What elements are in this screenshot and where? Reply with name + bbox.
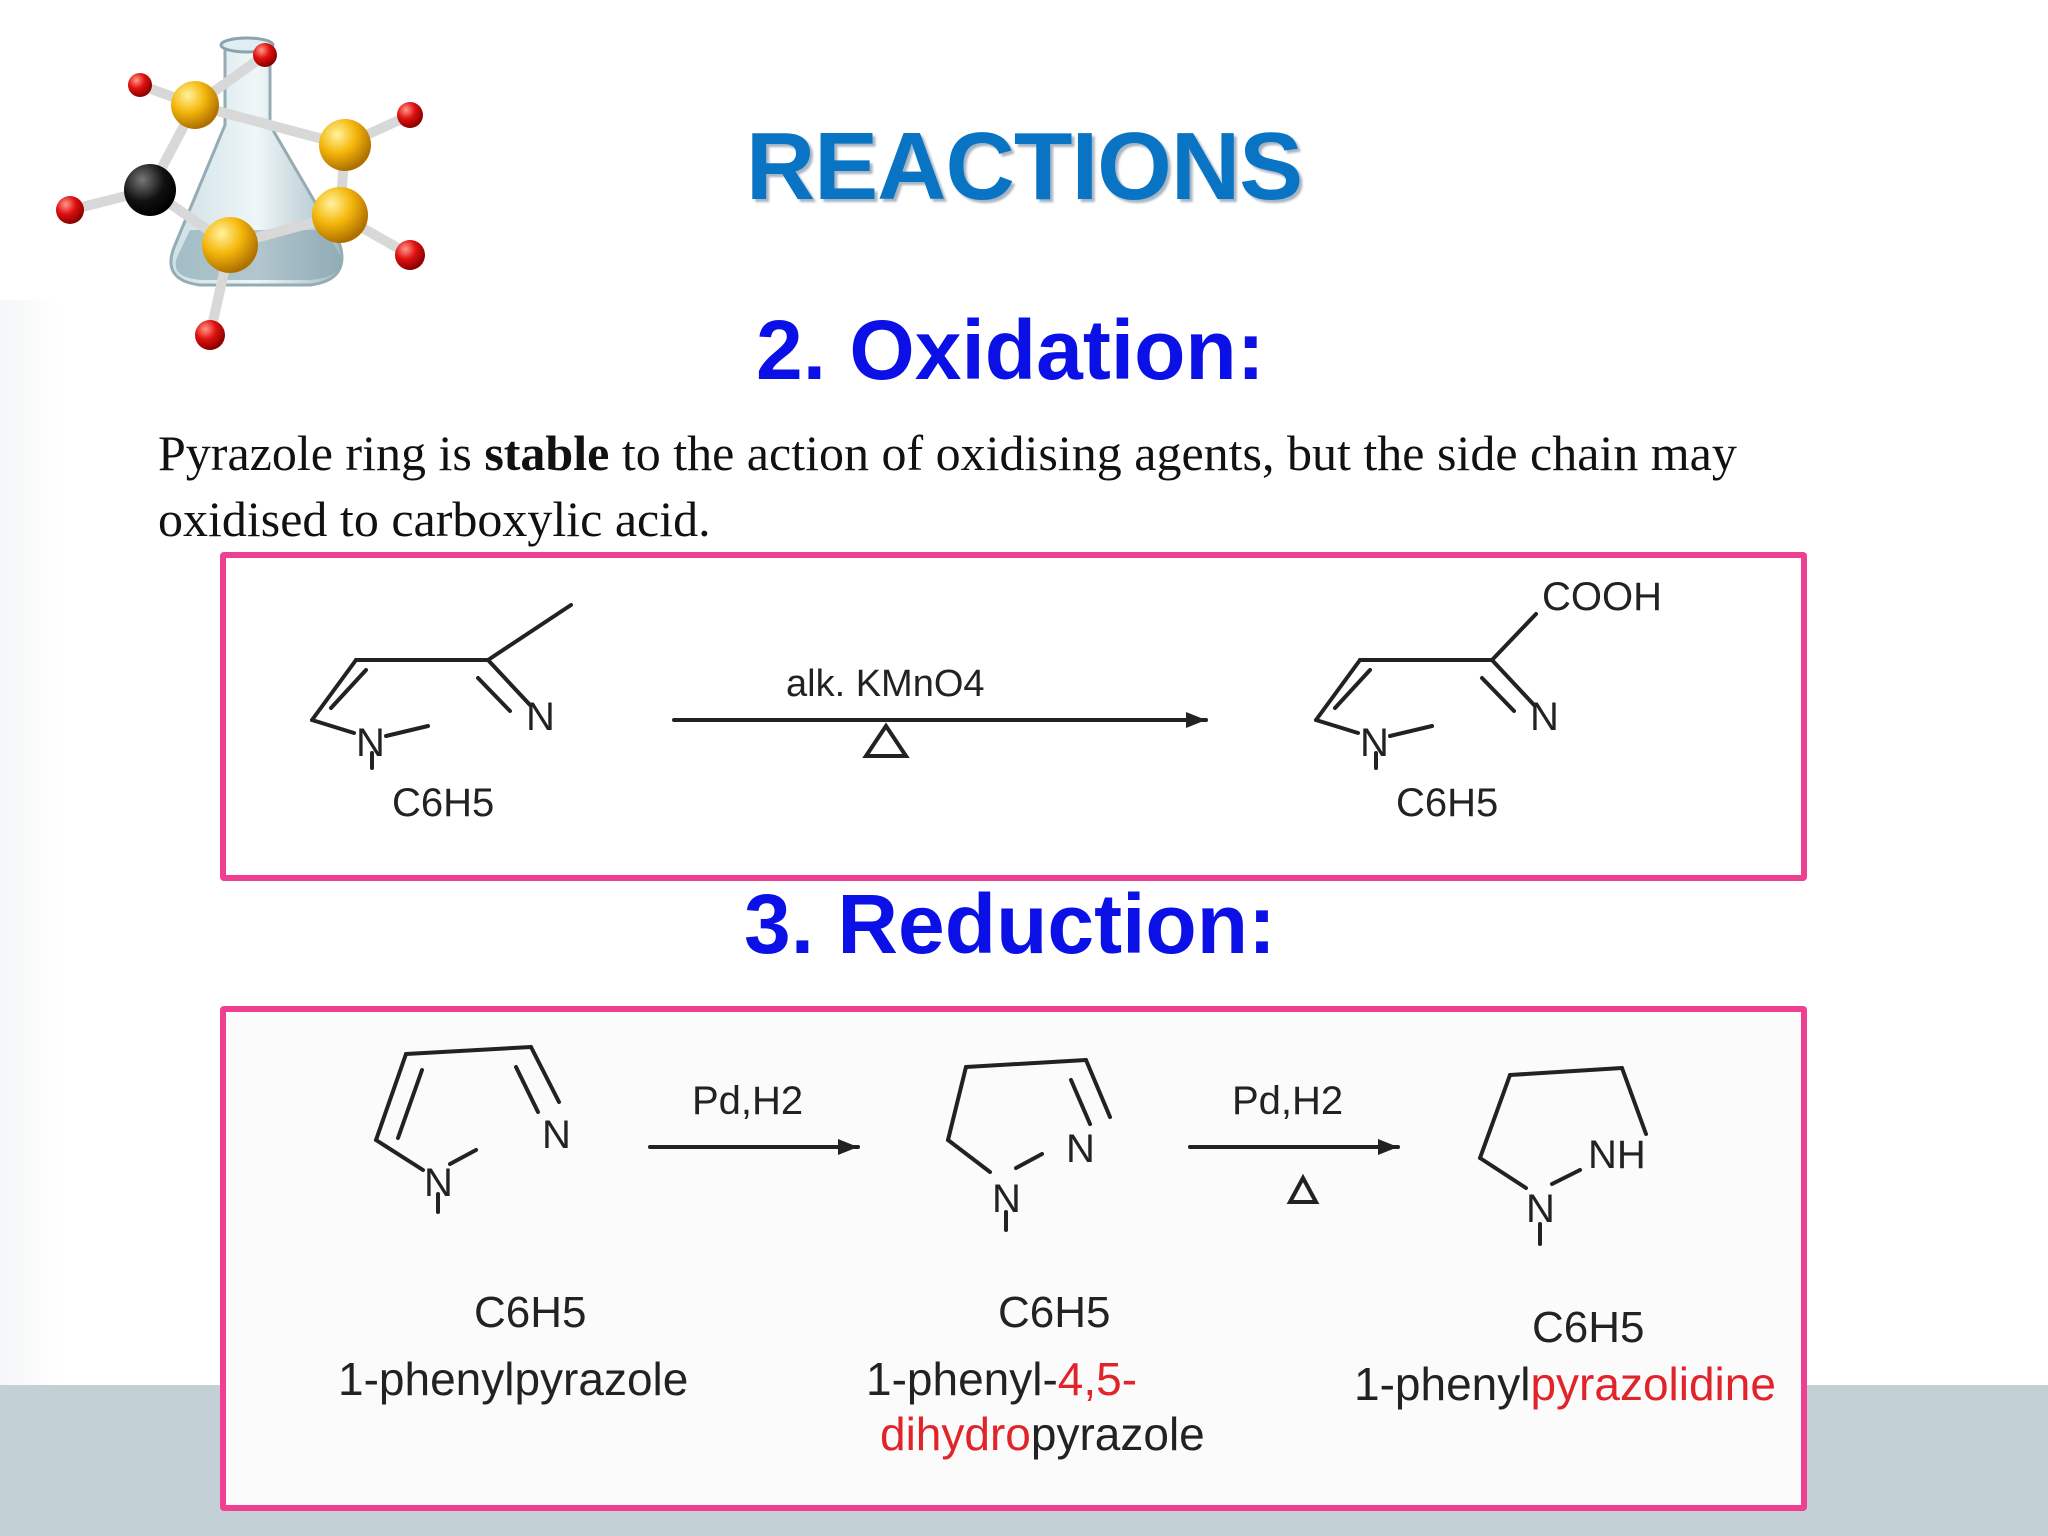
carboxyl-bond bbox=[1490, 612, 1538, 662]
oxidation-heading: 2. Oxidation: bbox=[756, 303, 1265, 397]
ring-bond bbox=[310, 658, 358, 722]
ring-bond bbox=[1314, 658, 1362, 722]
product-cooh-group: COOH bbox=[1542, 575, 1662, 619]
ring-bond bbox=[374, 1138, 425, 1172]
compound-1-substituent: C6H5 bbox=[474, 1288, 587, 1337]
compound-3-n1-label: N bbox=[1526, 1187, 1555, 1231]
reactant-substituent: C6H5 bbox=[392, 781, 494, 825]
ring-bond bbox=[448, 1148, 478, 1166]
heat-symbol bbox=[862, 722, 910, 758]
oxidation-scheme-box: N N C6H5 alk. KMnO4 N N C6H5 COOH bbox=[220, 552, 1807, 881]
compound-3-nh-label: NH bbox=[1588, 1133, 1646, 1177]
ring-bond bbox=[946, 1065, 968, 1142]
ring-bond bbox=[384, 724, 430, 738]
oxidation-reagent: alk. KMnO4 bbox=[786, 663, 985, 705]
reduction-scheme: N N C6H5 Pd,H2 N N C6H5 Pd,H2 NH N C6H5 bbox=[374, 1045, 1648, 1352]
compound-2-name-part-b: 4,5- bbox=[1057, 1353, 1138, 1405]
compound-1-n1-label: N bbox=[424, 1161, 453, 1205]
compound-3-name: 1-phenylpyrazolidine bbox=[1354, 1357, 1776, 1411]
ring-double-bond bbox=[329, 668, 368, 710]
reduction-heading: 3. Reduction: bbox=[744, 877, 1277, 971]
compound-3-name-part-a: 1-phenyl bbox=[1354, 1358, 1531, 1410]
ring-bond bbox=[1478, 1073, 1512, 1160]
ring-bond bbox=[1014, 1152, 1044, 1170]
ring-bond bbox=[374, 1052, 408, 1142]
compound-3-name-part-b: pyrazolidine bbox=[1530, 1358, 1776, 1410]
background-fade bbox=[0, 300, 60, 1385]
ring-double-bond bbox=[396, 1068, 424, 1140]
compound-2-name-line-1: 1-phenyl-4,5- bbox=[866, 1352, 1137, 1406]
ring-bond bbox=[1084, 1058, 1112, 1119]
description-text-start: Pyrazole ring is bbox=[158, 425, 485, 481]
ring-bond bbox=[946, 1138, 992, 1174]
reactant-n2-label: N bbox=[526, 695, 555, 739]
ring-double-bond bbox=[1480, 676, 1516, 713]
ring-bond bbox=[310, 718, 356, 735]
ring-bond bbox=[1490, 658, 1537, 708]
compound-2-n2-label: N bbox=[1066, 1127, 1095, 1171]
ring-bond bbox=[1314, 718, 1360, 735]
compound-2-n1-label: N bbox=[992, 1177, 1021, 1221]
compound-2-substituent: C6H5 bbox=[998, 1288, 1111, 1337]
product-n2-label: N bbox=[1530, 695, 1559, 739]
reduction-scheme-box: N N C6H5 Pd,H2 N N C6H5 Pd,H2 NH N C6H5 … bbox=[220, 1006, 1807, 1511]
description-text-end: to the action of oxidising agents, but t… bbox=[158, 425, 1737, 547]
ring-bond bbox=[1550, 1168, 1582, 1186]
compound-2-name-part-a: 1-phenyl- bbox=[866, 1353, 1058, 1405]
oxidation-scheme: N N C6H5 alk. KMnO4 N N C6H5 COOH bbox=[310, 575, 1662, 825]
ring-bond bbox=[404, 1045, 533, 1056]
description-bold-word: stable bbox=[484, 425, 610, 481]
ring-double-bond bbox=[514, 1065, 540, 1114]
step-2-reagent: Pd,H2 bbox=[1232, 1079, 1343, 1123]
page-title: REACTIONS bbox=[745, 113, 1303, 220]
oxidation-description: Pyrazole ring is stable to the action of… bbox=[158, 420, 1858, 552]
heat-symbol bbox=[1286, 1173, 1320, 1204]
molecule-flask-icon bbox=[56, 36, 425, 350]
ring-double-bond bbox=[476, 676, 512, 713]
product-substituent: C6H5 bbox=[1396, 781, 1498, 825]
compound-1-name: 1-phenylpyrazole bbox=[338, 1353, 689, 1405]
ring-bond bbox=[964, 1058, 1088, 1069]
ring-bond bbox=[486, 658, 533, 708]
reactant-n1-label: N bbox=[356, 721, 385, 765]
ring-bond bbox=[1620, 1066, 1648, 1136]
compound-2-name-part-c: dihydro bbox=[880, 1408, 1031, 1460]
ring-double-bond bbox=[1069, 1078, 1092, 1126]
ring-bond bbox=[1508, 1066, 1624, 1077]
compound-3-substituent: C6H5 bbox=[1532, 1303, 1645, 1352]
step-1-reagent: Pd,H2 bbox=[692, 1079, 803, 1123]
ring-bond bbox=[1388, 724, 1434, 738]
compound-2-name-line-2: dihydropyrazole bbox=[880, 1407, 1205, 1461]
ring-double-bond bbox=[1333, 668, 1372, 710]
compound-1-n2-label: N bbox=[542, 1113, 571, 1157]
methyl-bond bbox=[486, 603, 573, 662]
ring-bond bbox=[1478, 1156, 1528, 1190]
compound-2-name-part-d: pyrazole bbox=[1030, 1408, 1205, 1460]
ring-bond bbox=[529, 1045, 561, 1104]
product-n1-label: N bbox=[1360, 721, 1389, 765]
